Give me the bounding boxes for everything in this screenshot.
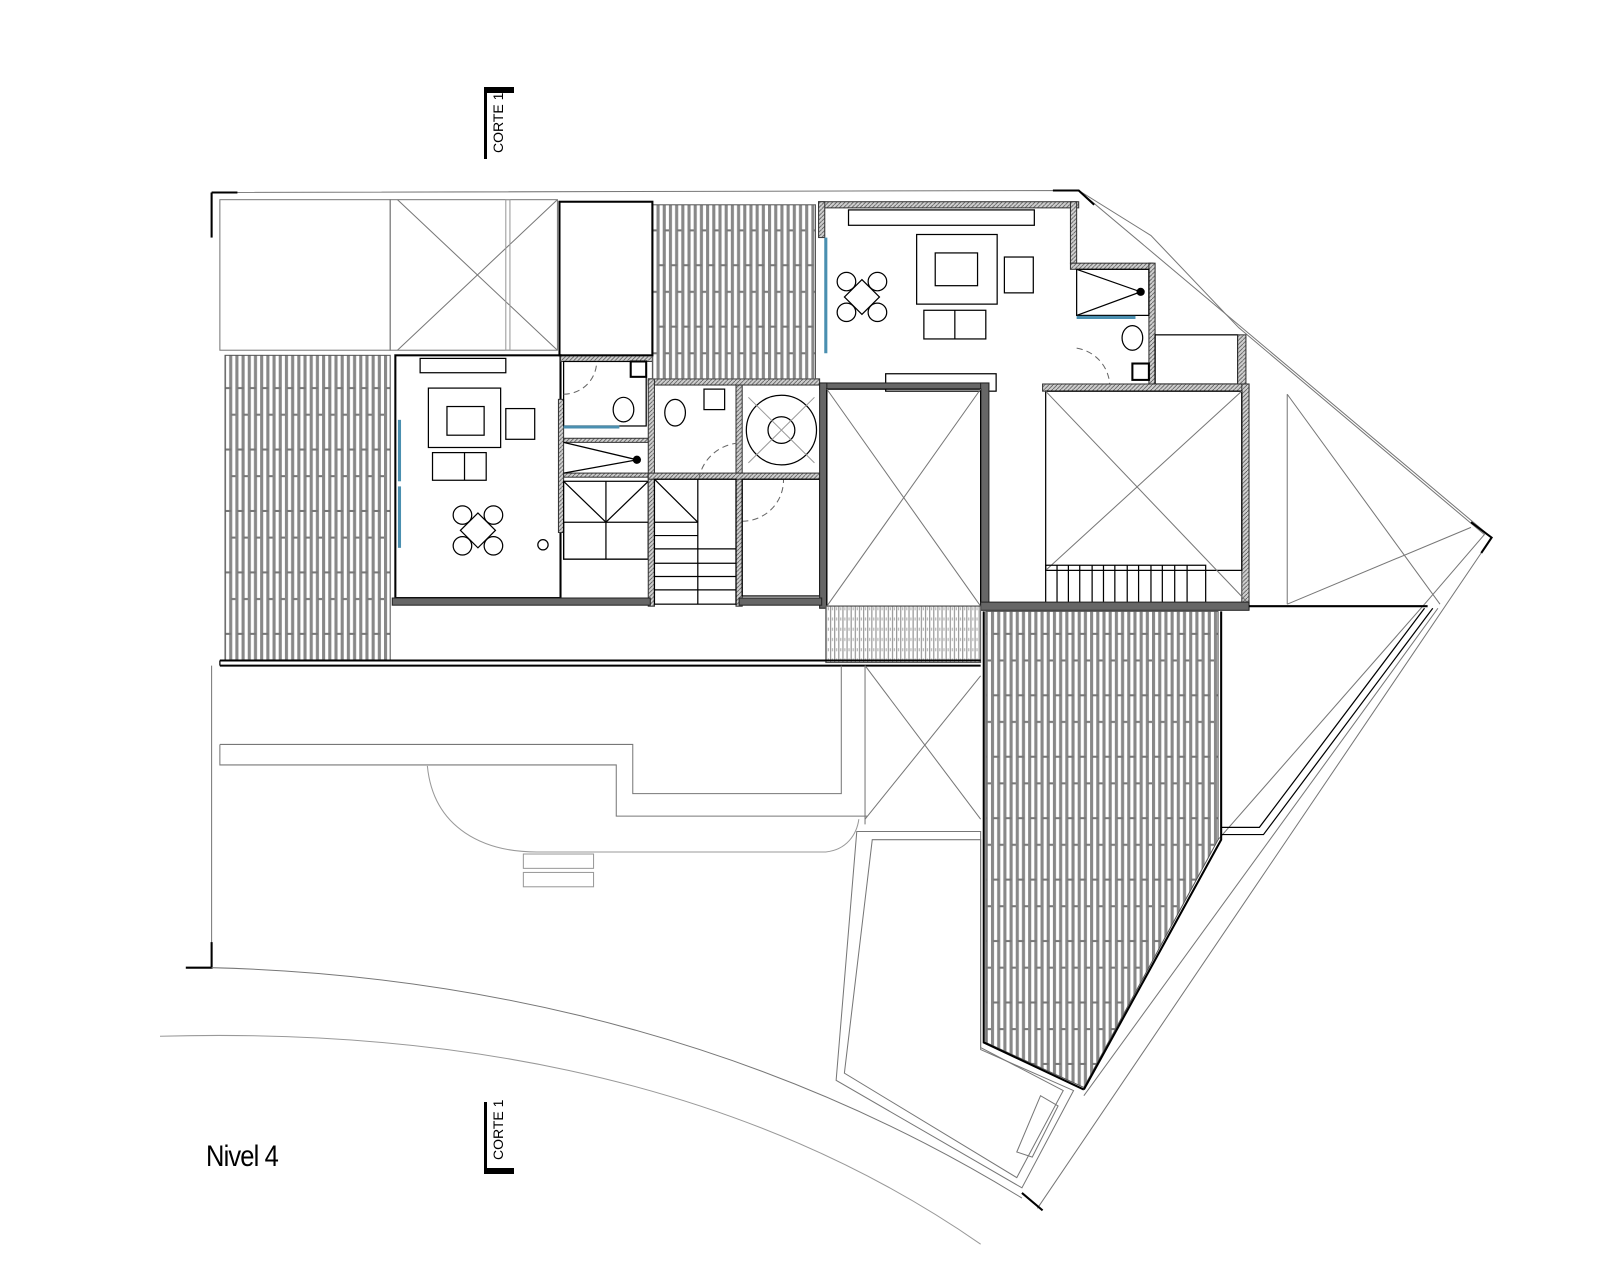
tv-console bbox=[847, 209, 1035, 226]
rug bbox=[916, 233, 998, 305]
spiral-stair bbox=[745, 394, 818, 466]
slab-edge-core bbox=[738, 597, 823, 606]
core bbox=[647, 378, 821, 607]
section-marker-top: CORTE 1 bbox=[484, 87, 514, 159]
section-line bbox=[484, 87, 487, 159]
tv-console bbox=[419, 357, 507, 374]
section-cap bbox=[484, 87, 514, 93]
void-east bbox=[1042, 383, 1250, 610]
bathroom-west bbox=[557, 354, 654, 560]
sink bbox=[703, 388, 726, 411]
drawing-title: Nivel 4 bbox=[206, 1140, 279, 1173]
east-edge bbox=[1083, 607, 1439, 1096]
main-stair bbox=[653, 478, 737, 605]
north-storage bbox=[558, 200, 654, 357]
dining-table bbox=[452, 505, 504, 556]
slab-edge-west bbox=[391, 597, 651, 606]
front-terrace-edge bbox=[219, 659, 981, 667]
section-label: CORTE 1 bbox=[490, 92, 506, 153]
coffee-table bbox=[446, 405, 485, 436]
rug bbox=[427, 387, 502, 449]
column bbox=[537, 539, 549, 551]
coffee-table bbox=[934, 252, 979, 287]
armchair bbox=[1003, 256, 1034, 294]
section-label: CORTE 1 bbox=[490, 1099, 506, 1160]
armchair bbox=[505, 407, 536, 440]
living-dining-east bbox=[818, 201, 1080, 392]
void-center bbox=[819, 382, 990, 609]
bathroom-east bbox=[1069, 262, 1247, 387]
threshold-deck bbox=[825, 605, 982, 664]
section-line bbox=[484, 1102, 487, 1174]
garden-features bbox=[219, 665, 1075, 1189]
dining-table bbox=[836, 271, 888, 323]
north-open-bays bbox=[219, 199, 558, 351]
east-terrace bbox=[1286, 393, 1472, 605]
toilet bbox=[664, 398, 687, 427]
section-cap bbox=[484, 1168, 514, 1174]
sofa bbox=[431, 451, 487, 481]
slab-edge-east bbox=[980, 601, 1250, 611]
west-deck bbox=[224, 354, 391, 661]
north-deck bbox=[651, 204, 816, 380]
section-marker-bottom: CORTE 1 bbox=[484, 1099, 514, 1174]
south-deck bbox=[985, 610, 1219, 1089]
living-dining-west bbox=[394, 354, 562, 600]
